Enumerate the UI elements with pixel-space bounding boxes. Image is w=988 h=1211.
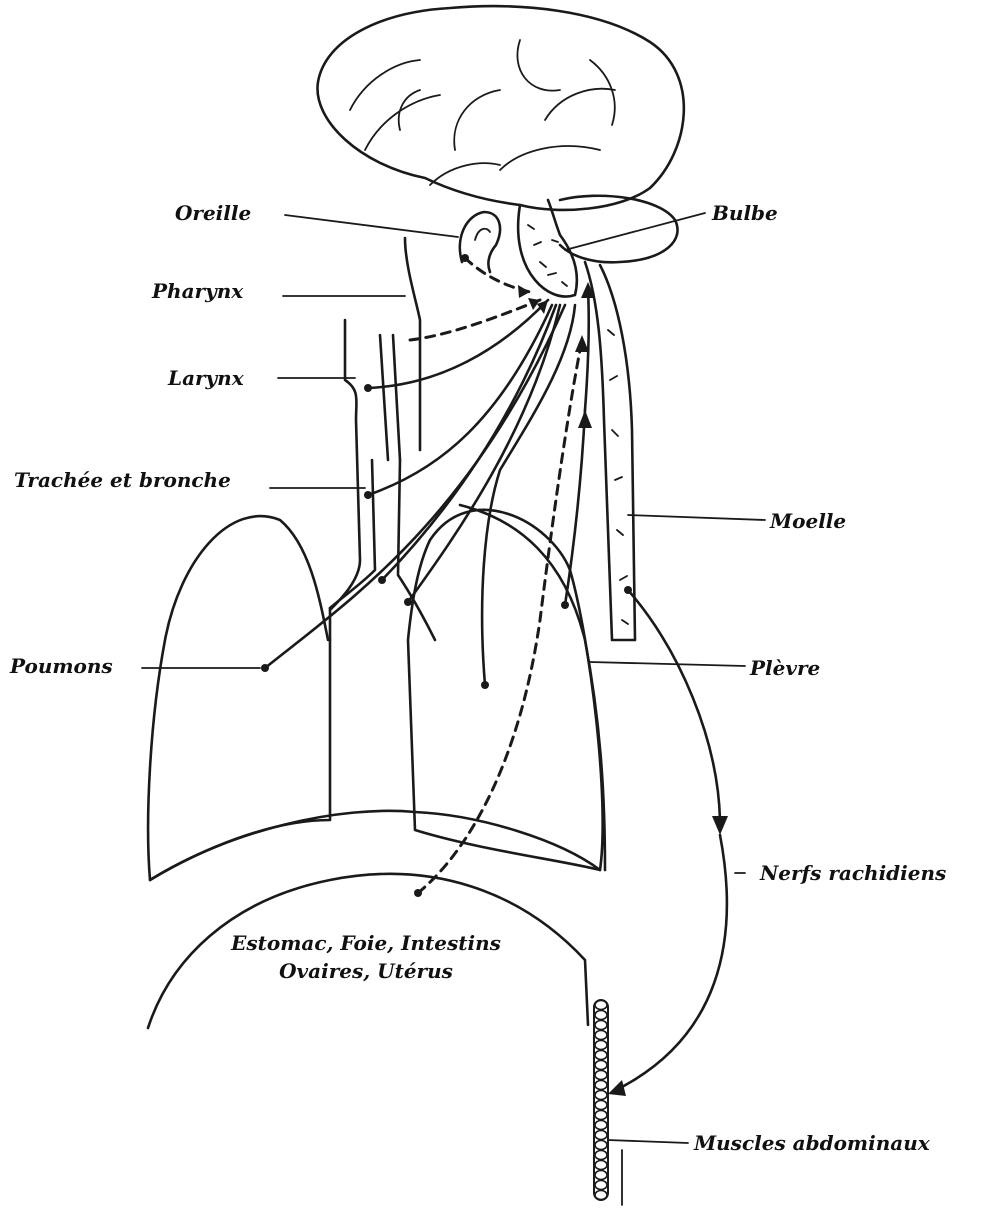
- muscle-segment: [595, 1091, 607, 1100]
- label-bulbe: Bulbe: [711, 201, 778, 225]
- muscle-segment: [595, 1061, 607, 1070]
- muscle-segment: [595, 1141, 607, 1150]
- muscle-segment: [595, 1021, 607, 1030]
- label-trachee: Trachée et bronche: [14, 468, 231, 492]
- muscle-segment: [595, 1121, 607, 1130]
- muscle-segment: [595, 1081, 607, 1090]
- label-pharynx: Pharynx: [151, 279, 244, 303]
- right-lung: [408, 510, 603, 870]
- muscle-segment: [595, 1001, 607, 1010]
- muscle-segment: [595, 1191, 607, 1200]
- ear: [460, 212, 500, 272]
- muscle-segment: [595, 1051, 607, 1060]
- afferent-nerves: [261, 258, 595, 897]
- label-oreille: Oreille: [175, 201, 251, 225]
- label-nerfs-rachidiens: Nerfs rachidiens: [759, 861, 946, 885]
- diaphragm: [150, 811, 600, 880]
- brainstem-bulb: [518, 200, 577, 297]
- muscle-segment: [595, 1171, 607, 1180]
- label-plevre: Plèvre: [749, 656, 820, 680]
- pleura-line: [460, 505, 605, 870]
- left-lung: [148, 516, 330, 880]
- leader-lines: [142, 213, 765, 1205]
- muscle-segment: [595, 1031, 607, 1040]
- muscle-segment: [595, 1181, 607, 1190]
- label-organes-line1: Estomac, Foie, Intestins: [230, 931, 501, 955]
- muscle-segment: [595, 1011, 607, 1020]
- muscle-segment: [595, 1111, 607, 1120]
- label-larynx: Larynx: [167, 366, 245, 390]
- cerebrum: [317, 6, 683, 210]
- muscle-segment: [595, 1151, 607, 1160]
- muscle-segment: [595, 1041, 607, 1050]
- label-moelle: Moelle: [769, 509, 846, 533]
- cerebellum: [560, 196, 678, 263]
- label-organes-line2: Ovaires, Utérus: [279, 959, 453, 983]
- abdominal-muscle-column: [594, 1000, 608, 1200]
- muscle-segment: [595, 1101, 607, 1110]
- label-poumons: Poumons: [9, 654, 113, 678]
- trachea-bronchi: [330, 460, 435, 640]
- label-muscles-abdominaux: Muscles abdominaux: [693, 1131, 931, 1155]
- muscle-segment: [595, 1131, 607, 1140]
- muscle-segment: [595, 1071, 607, 1080]
- muscle-segment: [595, 1161, 607, 1170]
- spinal-cord: [585, 262, 635, 640]
